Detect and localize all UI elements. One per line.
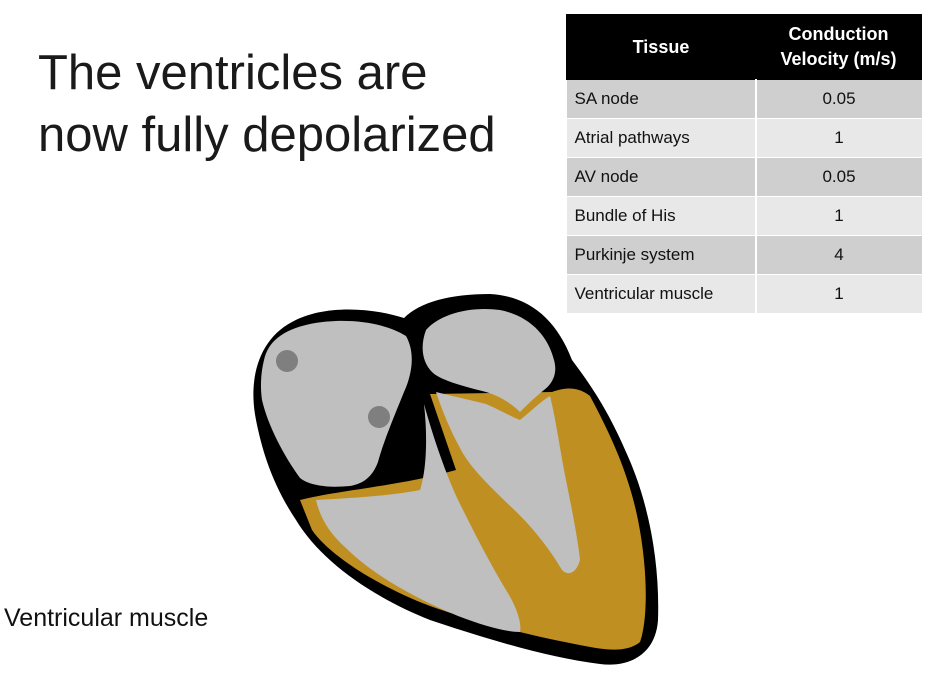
header-velocity-line-1: Conduction	[788, 24, 889, 44]
table-row: Ventricular muscle 1	[566, 274, 922, 314]
velocity-cell: 4	[754, 235, 922, 275]
title-line-1: The ventricles are	[38, 46, 428, 100]
velocity-cell: 0.05	[754, 79, 922, 119]
tissue-cell: Purkinje system	[566, 235, 756, 275]
tissue-cell: Ventricular muscle	[566, 274, 756, 314]
left-ventricle	[316, 404, 521, 632]
sa-node-dot	[276, 350, 298, 372]
right-atrium	[422, 308, 556, 412]
tissue-cell: Bundle of His	[566, 196, 756, 236]
header-velocity: Conduction Velocity (m/s)	[755, 14, 922, 80]
header-tissue: Tissue	[566, 14, 756, 80]
conduction-velocity-table: Tissue Conduction Velocity (m/s) SA node…	[566, 14, 922, 314]
table-row: SA node 0.05	[566, 79, 922, 119]
structure-caption: Ventricular muscle	[4, 604, 209, 632]
slide-title: The ventricles are now fully depolarized	[38, 42, 558, 166]
tissue-cell: SA node	[566, 79, 756, 119]
left-atrium	[260, 320, 412, 487]
table-row: AV node 0.05	[566, 157, 922, 197]
velocity-cell: 1	[754, 196, 922, 236]
table-row: Bundle of His 1	[566, 196, 922, 236]
title-line-2: now fully depolarized	[38, 108, 496, 162]
right-ventricle	[436, 392, 580, 574]
velocity-cell: 1	[754, 118, 922, 158]
table-row: Purkinje system 4	[566, 235, 922, 275]
velocity-cell: 1	[754, 274, 922, 314]
tissue-cell: AV node	[566, 157, 756, 197]
header-velocity-line-2: Velocity (m/s)	[780, 49, 897, 69]
table-header-row: Tissue Conduction Velocity (m/s)	[566, 14, 922, 80]
av-node-dot	[368, 406, 390, 428]
tissue-cell: Atrial pathways	[566, 118, 756, 158]
table-row: Atrial pathways 1	[566, 118, 922, 158]
